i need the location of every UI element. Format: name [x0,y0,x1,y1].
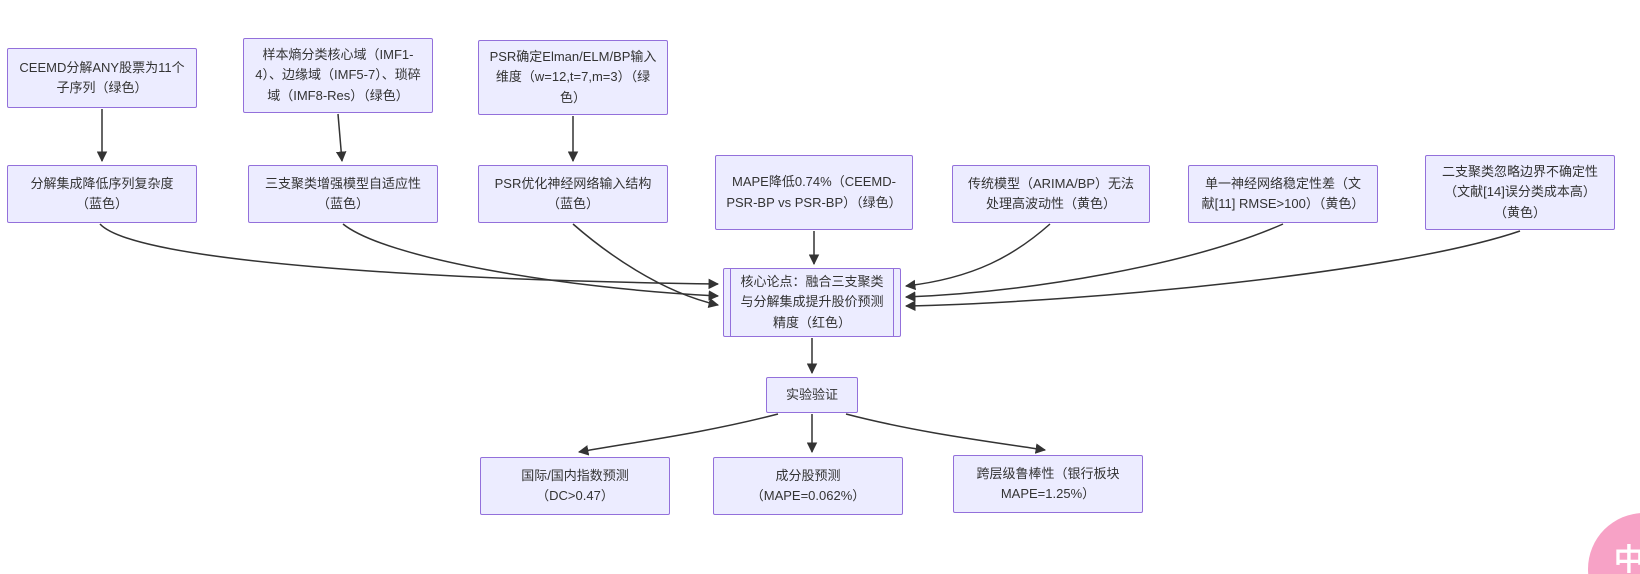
node-mape-improvement: MAPE降低0.74%（CEEMD-PSR-BP vs PSR-BP）（绿色） [715,155,913,230]
node-psr-input-dimension: PSR确定Elman/ELM/BP输入维度（w=12,t=7,m=3）（绿色） [478,40,668,115]
translate-button[interactable]: 中A [1588,513,1640,574]
node-core-thesis: 核心论点：融合三支聚类与分解集成提升股价预测精度（红色） [723,268,901,337]
edge-threeway-core [342,223,720,301]
edge-exp-robust [845,413,1047,454]
node-cross-level-robustness: 跨层级鲁棒性（银行板块 MAPE=1.25%） [953,455,1143,513]
node-two-way-clustering-limitation: 二支聚类忽略边界不确定性（文献[14]误分类成本高）（黄色） [1425,155,1615,230]
node-sample-entropy-domains: 样本熵分类核心域（IMF1-4）、边缘域（IMF5-7）、琐碎域（IMF8-Re… [243,38,433,113]
node-ceemd-decomposition: CEEMD分解ANY股票为11个子序列（绿色） [7,48,197,108]
edge-decomp-core [99,223,720,290]
node-label: MAPE降低0.74%（CEEMD-PSR-BP vs PSR-BP）（绿色） [726,174,902,210]
edge-exp-index [577,413,779,456]
edge-twoway-core [904,230,1521,312]
edge-entropy-threeway [335,113,347,163]
node-psr-network-structure: PSR优化神经网络输入结构（蓝色） [478,165,668,223]
node-label: PSR优化神经网络输入结构（蓝色） [494,175,652,211]
node-traditional-model-limitation: 传统模型（ARIMA/BP）无法处理高波动性（黄色） [952,165,1150,223]
node-experiment-validation: 实验验证 [766,377,858,413]
node-label: 跨层级鲁棒性（银行板块 MAPE=1.25%） [976,465,1120,501]
node-single-nn-instability: 单一神经网络稳定性差（文献[11] RMSE>100）（黄色） [1188,165,1378,223]
edge-structure-core [572,223,720,309]
node-label: 单一神经网络稳定性差（文献[11] RMSE>100）（黄色） [1201,175,1365,211]
node-label: 分解集成降低序列复杂度（蓝色） [30,175,174,211]
node-label: 核心论点：融合三支聚类与分解集成提升股价预测精度（红色） [740,274,884,330]
node-label: 样本熵分类核心域（IMF1-4）、边缘域（IMF5-7）、琐碎域（IMF8-Re… [255,47,421,103]
node-label: 二支聚类忽略边界不确定性（文献[14]误分类成本高）（黄色） [1441,164,1598,220]
node-label: CEEMD分解ANY股票为11个子序列（绿色） [19,59,185,95]
node-label: 实验验证 [785,386,838,402]
node-three-way-clustering-adaptivity: 三支聚类增强模型自适应性（蓝色） [248,165,438,223]
node-label: 三支聚类增强模型自适应性（蓝色） [264,175,421,211]
edge-traditional-core [904,223,1051,291]
node-label: 国际/国内指数预测（DC>0.47） [521,467,629,503]
edge-singlenn-core [904,223,1284,302]
node-label: 传统模型（ARIMA/BP）无法处理高波动性（黄色） [967,175,1135,211]
node-constituent-stock-prediction: 成分股预测（MAPE=0.062%） [713,457,903,515]
node-decomposition-complexity: 分解集成降低序列复杂度（蓝色） [7,165,197,223]
node-index-prediction: 国际/国内指数预测（DC>0.47） [480,457,670,515]
node-label: PSR确定Elman/ELM/BP输入维度（w=12,t=7,m=3）（绿色） [489,49,657,105]
node-label: 成分股预测（MAPE=0.062%） [750,467,866,503]
